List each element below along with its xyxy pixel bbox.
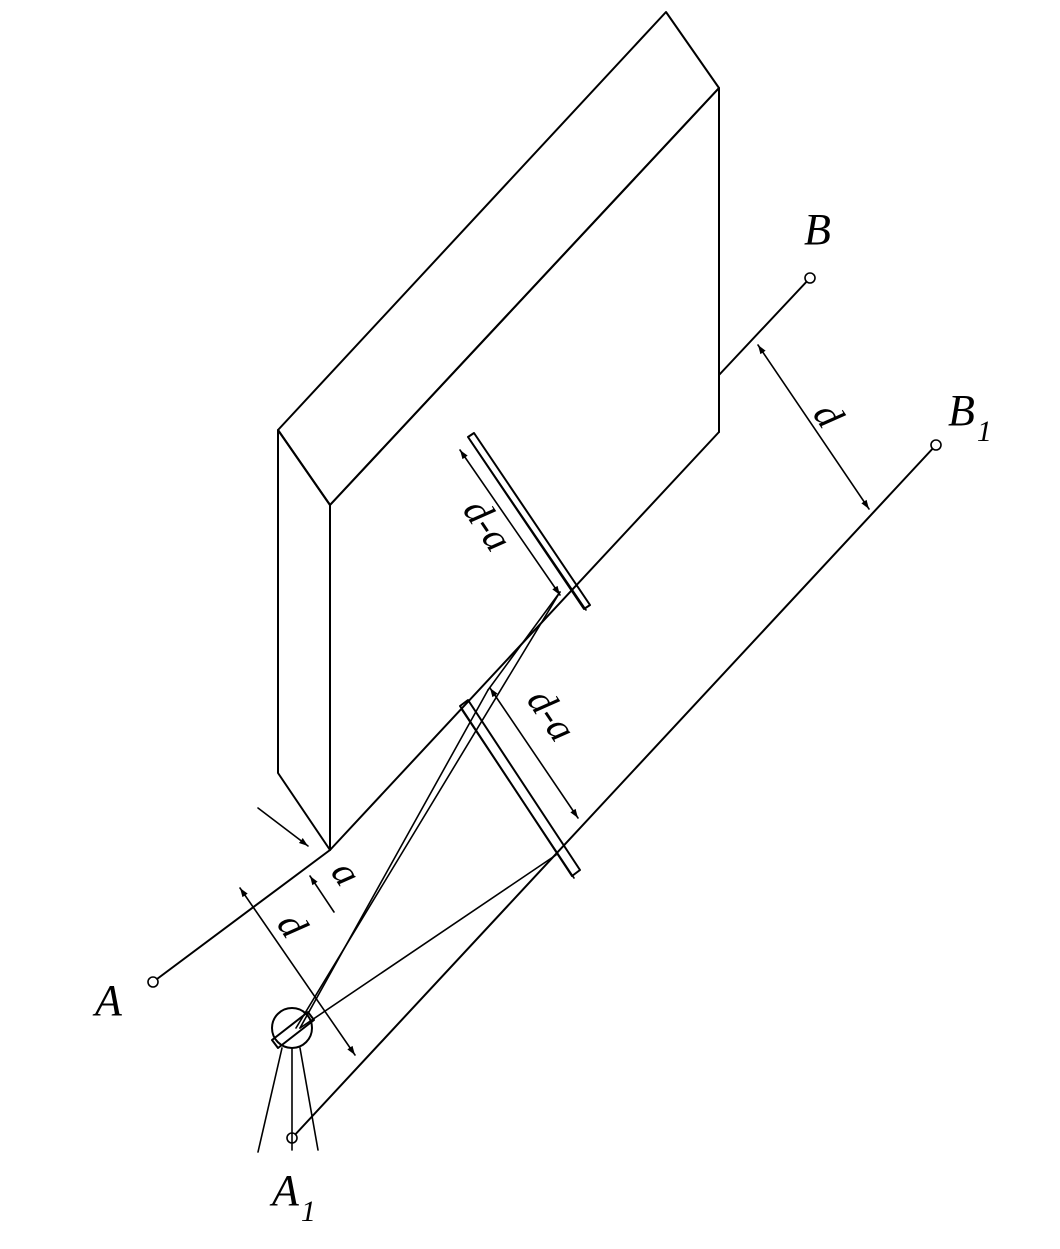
sight-line-lower-1 xyxy=(299,689,489,1029)
wall-top-face xyxy=(277,11,720,506)
label-point-b1-sub: 1 xyxy=(977,415,992,448)
label-point-b: B xyxy=(804,205,831,254)
label-point-b1: B1 xyxy=(948,386,992,448)
dim-a-arrow-inner xyxy=(309,875,335,913)
label-dim-d-minus-a-lower: d-a xyxy=(519,680,586,749)
tripod-leg-right xyxy=(299,1047,319,1151)
point-b-marker xyxy=(804,272,816,284)
dim-d-bottom-arrow xyxy=(239,887,356,1056)
line-a-b xyxy=(147,272,816,988)
wall-slab xyxy=(277,11,720,851)
labels: A A1 B B1 d d a d-a d-a xyxy=(92,205,992,1228)
tripod-leg-left xyxy=(257,1047,283,1153)
label-point-a1-main: A xyxy=(269,1166,300,1215)
label-point-a1-sub: 1 xyxy=(301,1195,316,1228)
line-a-b-upper xyxy=(718,277,811,376)
line-a1-b1-segment xyxy=(291,444,937,1139)
wall-front-face xyxy=(329,87,720,506)
sight-lines xyxy=(295,591,561,1029)
sight-line-upper-2 xyxy=(487,591,561,691)
label-point-a1: A1 xyxy=(269,1166,316,1228)
label-point-a: A xyxy=(92,976,123,1025)
wall-side-face xyxy=(277,429,331,851)
dim-d-top-arrow xyxy=(757,344,870,510)
dim-d-minus-a-upper-arrow xyxy=(459,449,561,596)
instrument-on-tripod xyxy=(257,1007,319,1153)
point-b1-marker xyxy=(930,439,942,451)
label-dim-d-top: d xyxy=(805,394,854,437)
label-dim-a: a xyxy=(323,852,371,894)
dim-a-arrow-outer xyxy=(257,807,309,847)
dim-d-minus-a-lower-arrow xyxy=(489,687,579,819)
point-a-marker xyxy=(147,976,159,988)
label-point-b1-main: B xyxy=(948,386,975,435)
dimension-lines xyxy=(239,344,870,1056)
